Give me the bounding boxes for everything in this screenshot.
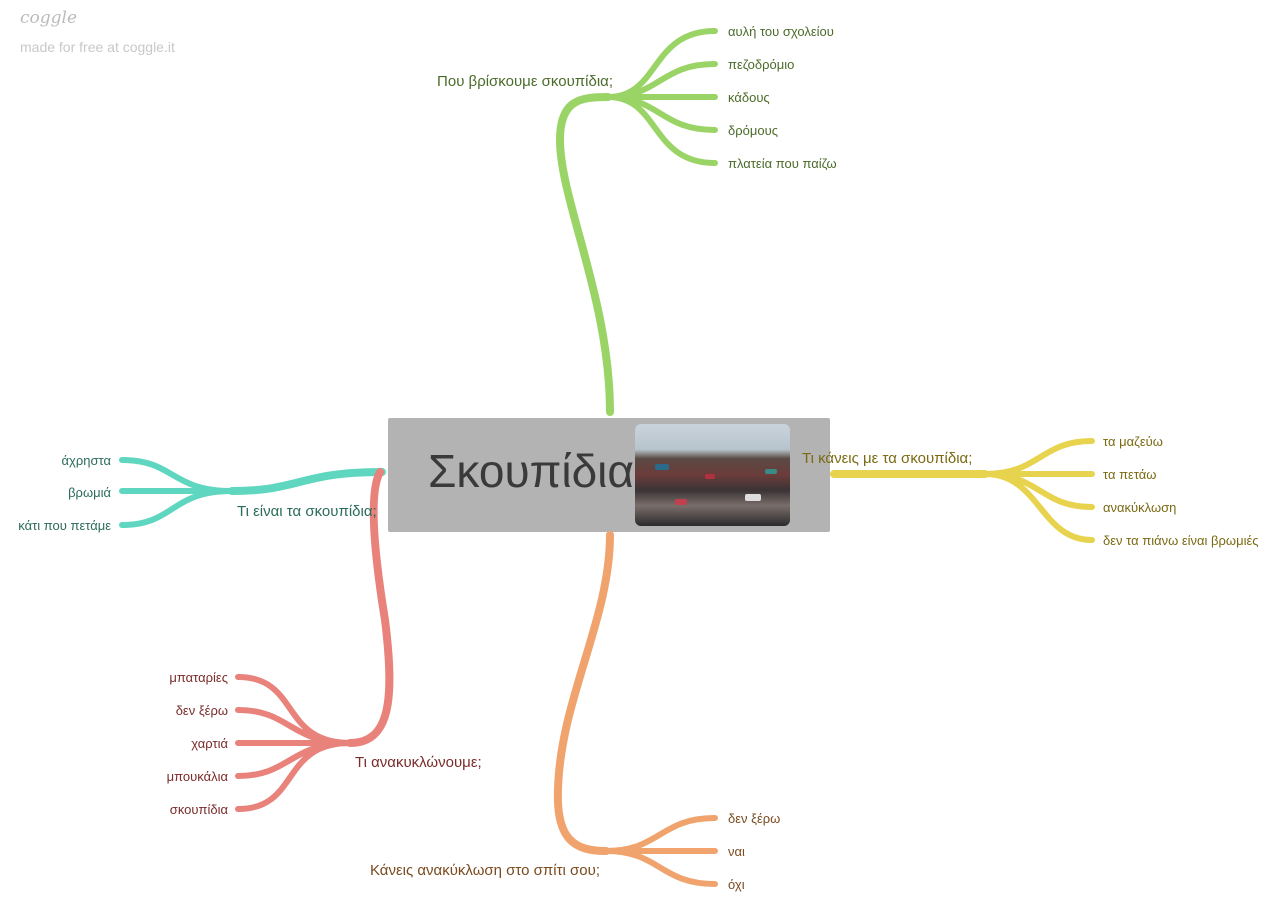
branch-label-do[interactable]: Τι κάνεις με τα σκουπίδια; <box>802 450 972 467</box>
branch-what <box>119 457 386 528</box>
coggle-logo: coggle <box>20 8 78 28</box>
branch-recycle <box>235 468 394 812</box>
leaf-where[interactable]: δρόμους <box>728 123 778 138</box>
branch-home <box>553 531 718 887</box>
leaf-home[interactable]: δεν ξέρω <box>728 811 780 826</box>
branch-do <box>830 438 1095 543</box>
coggle-credit-link[interactable]: made for free at coggle.it <box>20 39 175 55</box>
leaf-where[interactable]: πλατεία που παίζω <box>728 156 837 171</box>
leaf-home[interactable]: ναι <box>728 844 745 859</box>
branch-line[interactable] <box>346 468 394 747</box>
branch-label-what[interactable]: Τι είναι τα σκουπίδια; <box>237 503 377 520</box>
branch-label-where[interactable]: Που βρίσκουμε σκουπίδια; <box>437 73 613 90</box>
leaf-line <box>982 438 1095 543</box>
leaf-line <box>605 28 718 166</box>
root-title: Σκουπίδια <box>428 445 634 497</box>
garbage-pile-image <box>635 424 790 526</box>
leaf-recycle[interactable]: μπουκάλια <box>167 769 229 784</box>
leaf-do[interactable]: τα πετάω <box>1103 467 1156 482</box>
leaf-what[interactable]: άχρηστα <box>62 453 112 468</box>
leaf-where[interactable]: κάδους <box>728 90 770 105</box>
root-node[interactable]: Σκουπίδια <box>388 418 830 532</box>
leaf-do[interactable]: ανακύκλωση <box>1103 500 1176 515</box>
leaf-do[interactable]: δεν τα πιάνω είναι βρωμιές <box>1103 533 1259 548</box>
leaf-where[interactable]: αυλή του σχολείου <box>728 24 834 39</box>
leaf-home[interactable]: όχι <box>728 877 745 892</box>
leaf-line <box>603 815 718 887</box>
branch-where <box>555 28 718 416</box>
leaf-recycle[interactable]: σκουπίδια <box>170 802 229 817</box>
leaf-where[interactable]: πεζοδρόμιο <box>728 57 794 72</box>
branch-line[interactable] <box>553 531 614 855</box>
leaf-do[interactable]: τα μαζεύω <box>1103 434 1163 449</box>
leaf-what[interactable]: βρωμιά <box>68 485 111 500</box>
leaf-recycle[interactable]: δεν ξέρω <box>176 703 228 718</box>
branch-label-recycle[interactable]: Τι ανακυκλώνουμε; <box>355 754 482 771</box>
leaf-recycle[interactable]: μπαταρίες <box>169 670 228 685</box>
branch-label-home[interactable]: Κάνεις ανακύκλωση στο σπίτι σου; <box>370 862 600 879</box>
leaf-line <box>235 674 353 812</box>
branch-line[interactable] <box>555 93 614 416</box>
leaf-line <box>119 457 235 528</box>
leaf-what[interactable]: κάτι που πετάμε <box>18 518 111 533</box>
leaf-recycle[interactable]: χαρτιά <box>191 736 228 751</box>
branch-line[interactable] <box>228 468 386 495</box>
